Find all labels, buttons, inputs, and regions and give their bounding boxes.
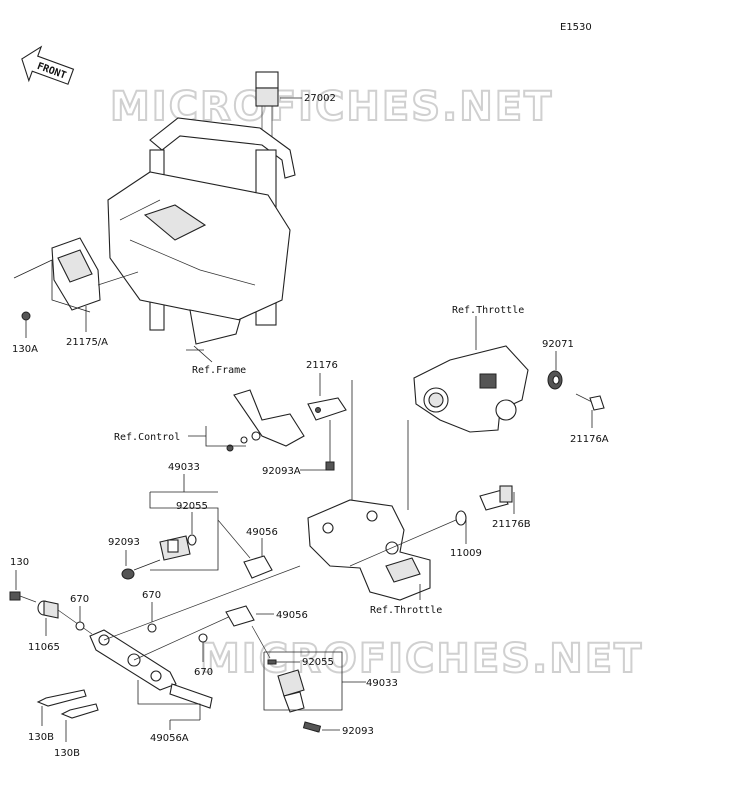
label-130a: 130A xyxy=(12,344,38,355)
intake-manifold: Ref.Throttle xyxy=(307,499,442,616)
injector-upper: 49033 92055 92093 xyxy=(108,462,219,580)
throttle-body: Ref.Throttle xyxy=(407,305,529,510)
bolt-130: 130 xyxy=(9,557,37,603)
label-92071: 92071 xyxy=(542,339,574,350)
ref-throttle-bottom-label: Ref.Throttle xyxy=(370,605,442,616)
injector-lower: 92055 49033 92093 xyxy=(263,651,398,737)
label-92093a: 92093A xyxy=(262,466,301,477)
sensor-21176b: 21176B xyxy=(479,485,531,530)
label-11009: 11009 xyxy=(450,548,482,559)
label-92055-top: 92055 xyxy=(176,501,208,512)
front-arrow-icon: FRONT xyxy=(21,45,75,85)
label-21176: 21176 xyxy=(306,360,338,371)
frame-assembly: Ref.Frame xyxy=(107,117,296,376)
label-92093-bot: 92093 xyxy=(342,726,374,737)
sensor-21176: 21176 92093A xyxy=(262,360,353,502)
bolt-130b-a: 130B xyxy=(28,689,87,743)
injector-49056-mid: 49056 xyxy=(225,605,308,659)
label-49033-bot: 49033 xyxy=(366,678,398,689)
label-21176b: 21176B xyxy=(492,519,531,530)
label-670-a: 670 xyxy=(70,594,89,605)
oring-670-c: 670 xyxy=(194,633,213,678)
label-49033-top: 49033 xyxy=(168,462,200,473)
oring-670-b: 670 xyxy=(142,590,161,633)
label-27002: 27002 xyxy=(304,93,336,104)
label-670-b: 670 xyxy=(142,590,161,601)
label-670-c: 670 xyxy=(194,667,213,678)
oring-670-a: 670 xyxy=(70,594,89,631)
oring-11009: 11009 xyxy=(349,510,482,567)
label-130: 130 xyxy=(10,557,29,568)
watermark-bottom: MICROFICHES.NET xyxy=(200,636,643,682)
label-49056a: 49056A xyxy=(150,733,189,744)
label-21176a: 21176A xyxy=(570,434,609,445)
label-92093-top: 92093 xyxy=(108,537,140,548)
label-21175a: 21175/A xyxy=(66,337,108,348)
sensor-21176a: 21176A xyxy=(570,393,609,445)
ecu-21175a: 21175/A 130A xyxy=(12,237,139,355)
label-11065: 11065 xyxy=(28,642,60,653)
diagram-code: E1530 xyxy=(560,22,592,33)
label-92055-bot: 92055 xyxy=(302,657,334,668)
ref-frame-label: Ref.Frame xyxy=(192,365,246,376)
injector-49056-top: 49056 xyxy=(217,519,278,579)
seal-92071: 92071 xyxy=(542,339,574,390)
control-bracket: Ref.Control xyxy=(114,389,305,452)
ref-control-label: Ref.Control xyxy=(114,432,180,443)
spacer-11065: 11065 xyxy=(28,600,93,653)
bolt-130b-b: 130B xyxy=(54,703,99,759)
ref-throttle-top-label: Ref.Throttle xyxy=(452,305,524,316)
fuel-rail: 49056A xyxy=(89,565,301,744)
label-49056-top: 49056 xyxy=(246,527,278,538)
label-130b-b: 130B xyxy=(54,748,80,759)
label-49056-mid: 49056 xyxy=(276,610,308,621)
label-130b-a: 130B xyxy=(28,732,54,743)
